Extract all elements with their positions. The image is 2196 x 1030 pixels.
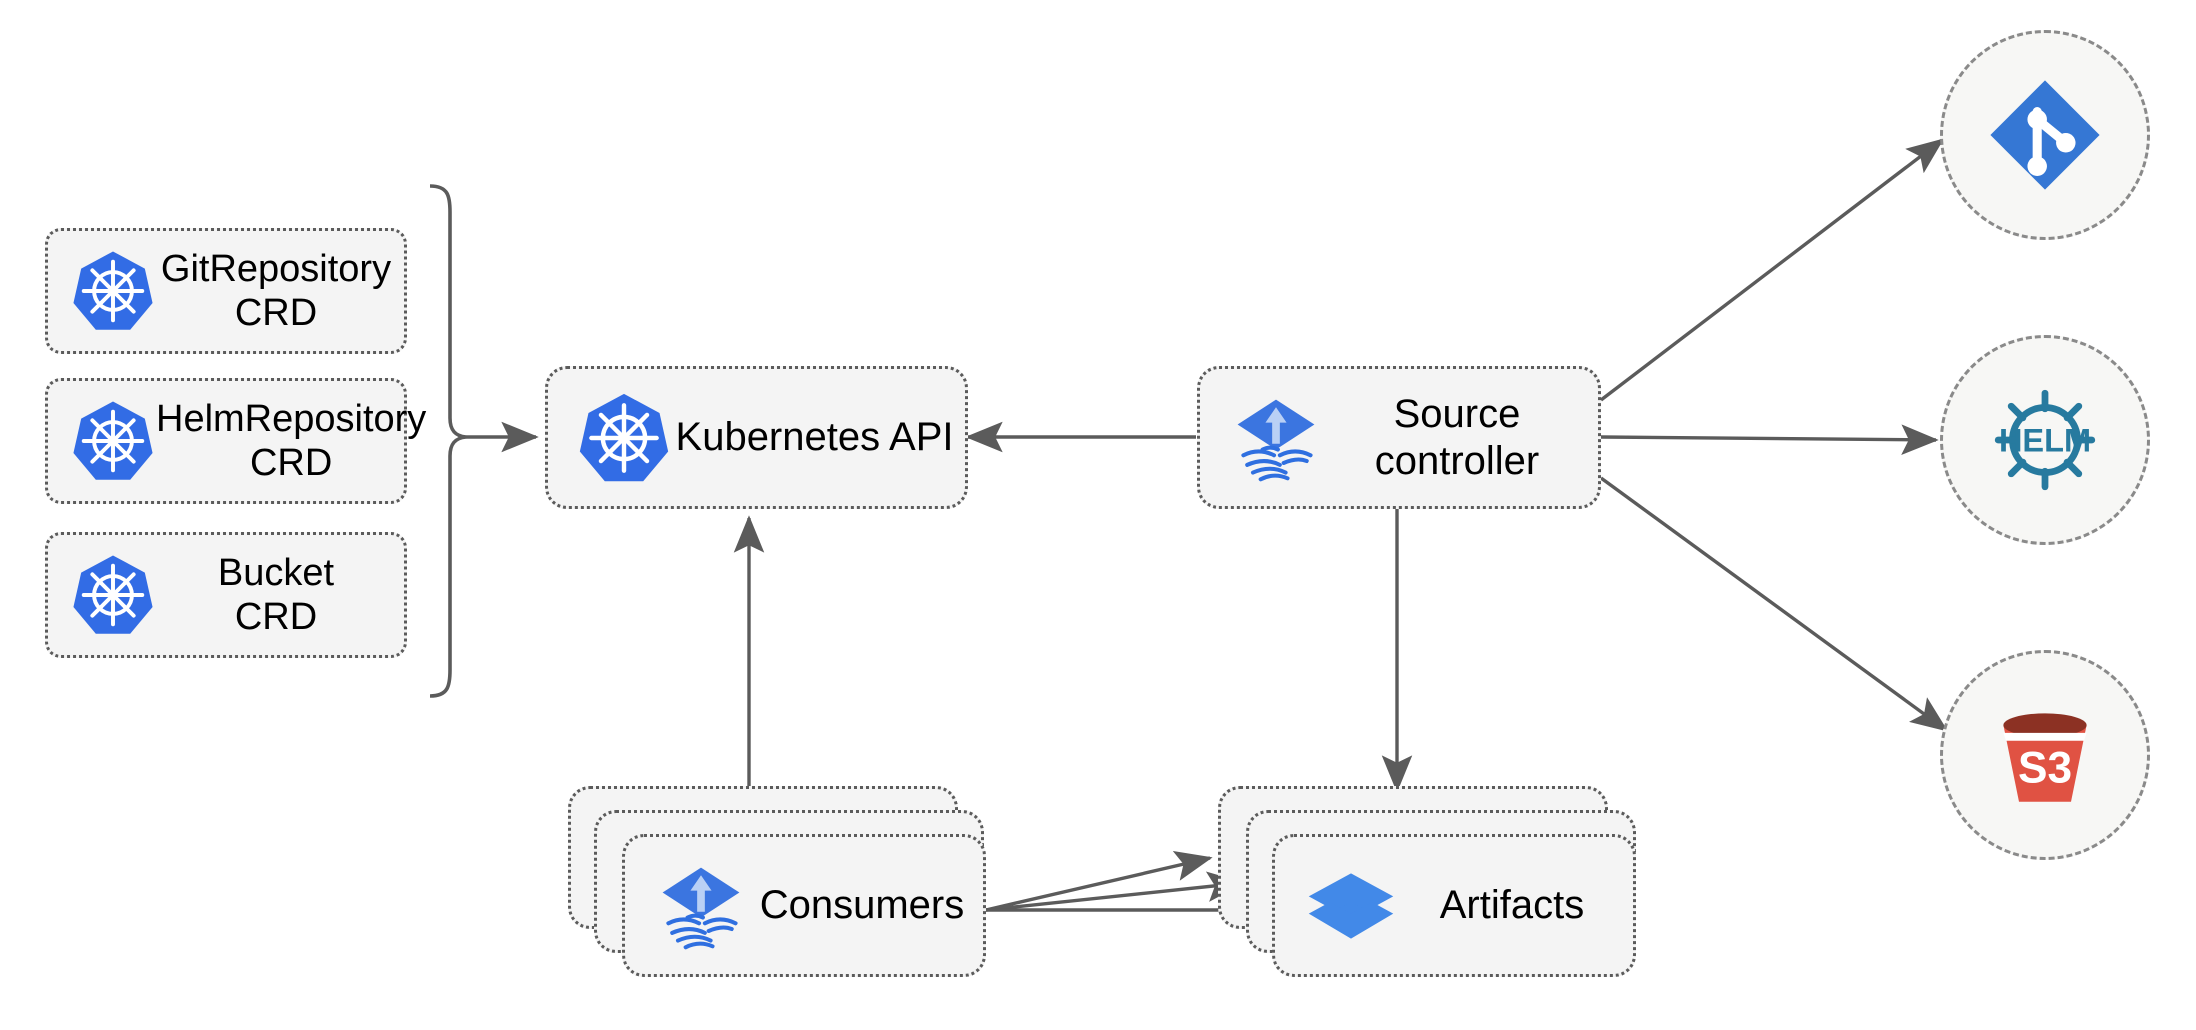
node-label: Consumers xyxy=(759,883,965,928)
node-helmrepository-crd[interactable]: HelmRepository CRD xyxy=(45,378,426,504)
edge-consumers-to-artifacts-mid xyxy=(985,871,1245,912)
git-icon xyxy=(1980,70,2110,200)
node-label: GitRepository CRD xyxy=(160,247,392,334)
node-consumers[interactable]: Consumers xyxy=(622,834,986,977)
node-artifacts[interactable]: Artifacts xyxy=(1272,834,1636,977)
s3-icon-text: S3 xyxy=(2018,743,2072,792)
node-label: Bucket CRD xyxy=(217,551,335,638)
edge-source-controller-to-git xyxy=(1599,138,1945,402)
node-label: Source controller xyxy=(1374,392,1540,483)
node-git-source[interactable] xyxy=(1940,30,2150,240)
node-gitrepository-crd[interactable]: GitRepository CRD xyxy=(45,228,407,354)
crd-group-bracket xyxy=(429,184,467,698)
kubernetes-icon xyxy=(70,398,156,484)
helm-icon: HELM xyxy=(1980,375,2110,505)
edge-consumers-to-artifacts-top xyxy=(985,850,1213,912)
flux-icon xyxy=(1228,390,1324,486)
flux-icon xyxy=(653,858,749,954)
edge-source-controller-to-s3 xyxy=(1599,476,1949,732)
node-label: HelmRepository CRD xyxy=(156,397,427,484)
kubernetes-icon xyxy=(576,390,672,486)
node-source-controller[interactable]: Source controller xyxy=(1197,366,1601,509)
node-bucket-crd[interactable]: Bucket CRD xyxy=(45,532,407,658)
node-helm-source[interactable]: HELM xyxy=(1940,335,2150,545)
edge-source-controller-to-helm xyxy=(1600,424,1939,455)
node-label: Kubernetes API xyxy=(675,415,954,460)
s3-bucket-icon: S3 xyxy=(1980,690,2110,820)
node-s3-source[interactable]: S3 xyxy=(1940,650,2150,860)
layers-icon xyxy=(1303,858,1399,954)
node-kubernetes-api[interactable]: Kubernetes API xyxy=(545,366,968,509)
kubernetes-icon xyxy=(70,552,156,638)
kubernetes-icon xyxy=(70,248,156,334)
helm-icon-text: HELM xyxy=(1999,423,2091,459)
node-label: Artifacts xyxy=(1439,883,1585,928)
